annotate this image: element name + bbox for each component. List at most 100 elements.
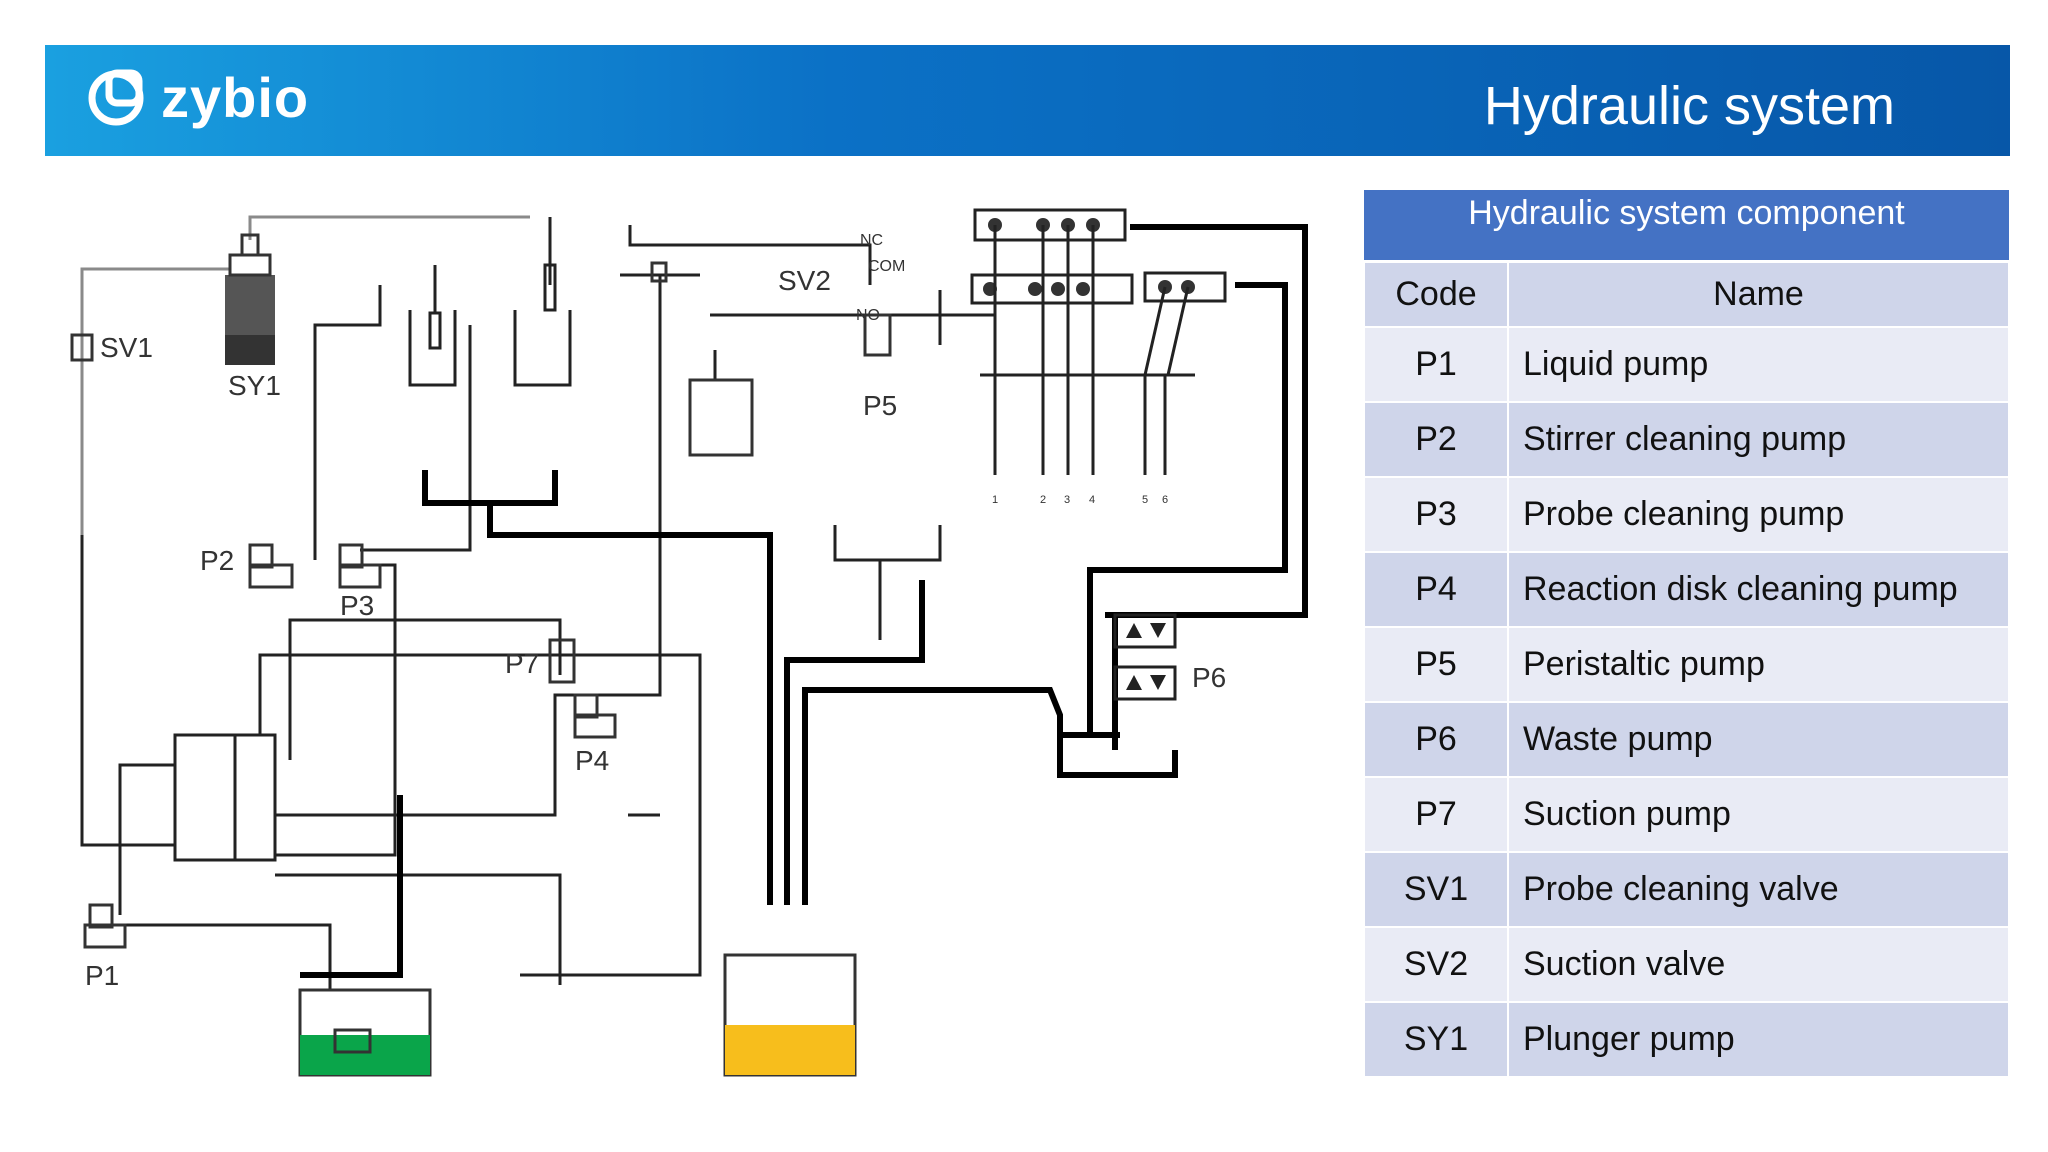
sy1-plunger-pump xyxy=(225,233,275,365)
probe-tubes xyxy=(993,225,1190,475)
label-probe-3: 3 xyxy=(1064,494,1070,506)
row-code: P6 xyxy=(1363,701,1509,778)
sv2-line xyxy=(275,275,662,817)
label-sv1: SV1 xyxy=(100,332,153,363)
label-probe-4: 4 xyxy=(1089,494,1095,506)
p4-return-line xyxy=(275,873,562,985)
waste-line-3 xyxy=(802,687,1020,905)
p1-return-line xyxy=(120,923,332,995)
row-code: P4 xyxy=(1363,551,1509,628)
label-com: COM xyxy=(868,258,905,275)
hydraulic-diagram: SV1 SY1 P1 P2 P3 P4 P5 P6 P7 SV2 NC COM … xyxy=(70,208,1308,1077)
header-bar: zybio Hydraulic system xyxy=(45,45,2010,156)
row-name: Plunger pump xyxy=(1507,1001,2010,1078)
label-probe-1: 1 xyxy=(992,494,998,506)
row-name: Liquid pump xyxy=(1507,326,2010,403)
row-code: P1 xyxy=(1363,326,1509,403)
table-title: Hydraulic system component xyxy=(1364,190,2009,263)
col-header-code: Code xyxy=(1363,260,1509,328)
label-sv2: SV2 xyxy=(778,265,831,296)
p2-pump xyxy=(248,543,294,589)
p5-pump xyxy=(863,313,892,357)
row-name: Waste pump xyxy=(1507,701,2010,778)
col-header-name: Name xyxy=(1507,260,2010,328)
label-p5: P5 xyxy=(863,390,897,421)
sv1-valve xyxy=(70,333,94,362)
clean-water-tank xyxy=(298,988,432,1077)
label-sy1: SY1 xyxy=(228,370,281,401)
waste-line-1 xyxy=(487,503,773,905)
top-manifolds xyxy=(970,208,1227,305)
row-name: Peristaltic pump xyxy=(1507,626,2010,703)
p6-out xyxy=(1095,750,1178,778)
label-nc: NC xyxy=(860,232,883,249)
label-no: NO xyxy=(856,307,880,324)
p6-line-low xyxy=(1020,687,1095,778)
row-name: Suction valve xyxy=(1507,926,2010,1003)
p3-line xyxy=(360,325,472,552)
yellow-liquid xyxy=(725,1025,855,1075)
table-header-row: Code Name xyxy=(1363,260,2010,328)
sv1-return-line xyxy=(80,535,175,847)
label-probe-5: 5 xyxy=(1142,494,1148,506)
probe-b xyxy=(543,263,557,312)
p7-line xyxy=(288,618,562,760)
sv2-valve xyxy=(650,261,668,283)
p6-line-mid xyxy=(1087,282,1288,738)
tank-suction-line xyxy=(300,795,403,978)
p1-pump xyxy=(83,903,127,949)
row-name: Reaction disk cleaning pump xyxy=(1507,551,2010,628)
row-code: P7 xyxy=(1363,776,1509,853)
label-probe-2: 2 xyxy=(1040,494,1046,506)
page-title: Hydraulic system xyxy=(1483,76,1895,136)
sv1-line xyxy=(80,267,230,535)
row-name: Probe cleaning pump xyxy=(1507,476,2010,553)
p6-arrows xyxy=(1126,623,1166,690)
probe-a xyxy=(428,311,442,350)
p7-return-line xyxy=(258,653,702,977)
sv2-top-line xyxy=(628,225,872,285)
reagent-bottle xyxy=(688,378,754,457)
row-code: P2 xyxy=(1363,401,1509,478)
row-code: SY1 xyxy=(1363,1001,1509,1078)
manifold-block xyxy=(173,733,277,862)
row-code: P5 xyxy=(1363,626,1509,703)
stirrer-basin xyxy=(833,525,942,562)
logo-icon xyxy=(88,69,144,125)
row-name: Suction pump xyxy=(1507,776,2010,853)
row-code: P3 xyxy=(1363,476,1509,553)
zybio-logo: zybio xyxy=(85,65,309,130)
wash-basins-line xyxy=(422,470,558,506)
row-name: Stirrer cleaning pump xyxy=(1507,401,2010,478)
p2-line xyxy=(313,285,382,560)
logo-text: zybio xyxy=(161,66,310,129)
row-code: SV2 xyxy=(1363,926,1509,1003)
label-p4: P4 xyxy=(575,745,609,776)
waste-tank xyxy=(723,953,857,1077)
wash-basin-1 xyxy=(408,310,457,387)
row-code: SV1 xyxy=(1363,851,1509,928)
p4-pump xyxy=(573,693,617,739)
wash-basin-2 xyxy=(513,310,572,387)
label-p3: P3 xyxy=(340,590,374,621)
sy1-top-line xyxy=(248,215,530,240)
waste-line-2 xyxy=(784,580,925,905)
p3-return-line xyxy=(275,563,397,857)
p6-line-top xyxy=(1105,224,1308,618)
label-probe-6: 6 xyxy=(1162,494,1168,506)
p3-pump xyxy=(338,543,382,589)
p7-pump xyxy=(548,638,576,684)
row-name: Probe cleaning valve xyxy=(1507,851,2010,928)
p1-line xyxy=(118,763,175,915)
